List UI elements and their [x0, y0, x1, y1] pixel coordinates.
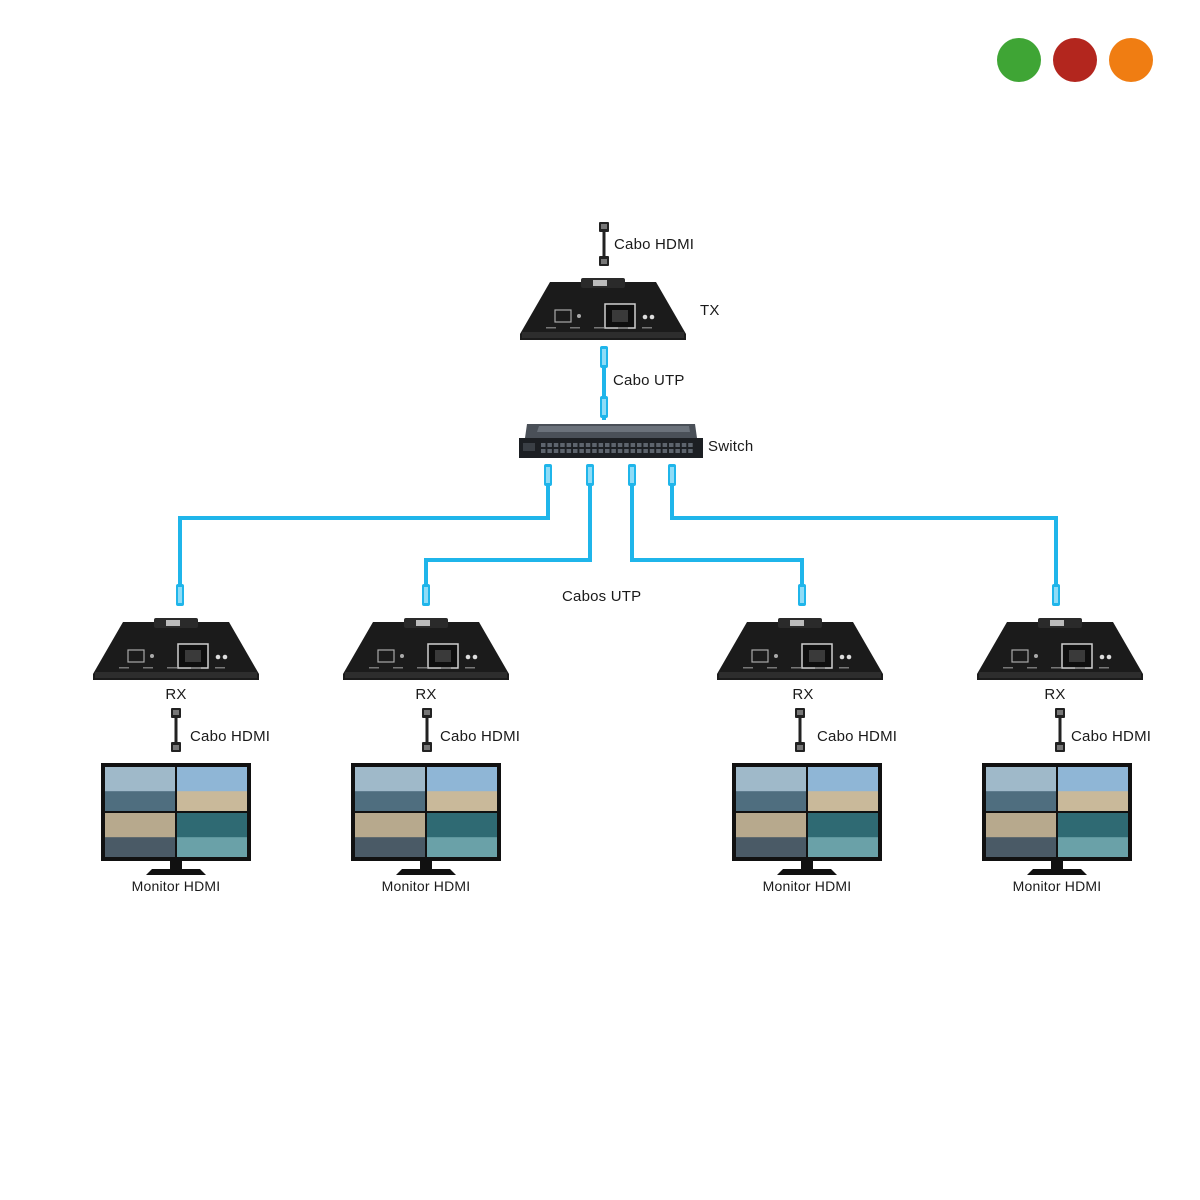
monitor-icon [101, 763, 251, 875]
extender-device-icon [520, 278, 686, 340]
monitor-icon [732, 763, 882, 875]
rx-hdmi-cable-label: Cabo HDMI [817, 728, 898, 745]
utp-connector-icon [422, 584, 430, 606]
utp-cables-label: Cabos UTP [562, 588, 642, 605]
rx-hdmi-cable-label: Cabo HDMI [440, 728, 521, 745]
hdmi-connector-icon [599, 222, 609, 266]
extender-device-icon [977, 618, 1143, 680]
monitor-label: Monitor HDMI [131, 878, 221, 894]
tx-label: TX [700, 302, 720, 319]
hdmi-connector-icon [1055, 708, 1065, 752]
hdmi-connector-icon [795, 708, 805, 752]
utp-connector-icon [586, 464, 594, 486]
hdmi-connector-icon [171, 708, 181, 752]
monitor-icon [351, 763, 501, 875]
utp-cable-label: Cabo UTP [613, 372, 685, 389]
utp-connector-icon [798, 584, 806, 606]
utp-cable-line [670, 466, 1058, 600]
utp-connector-icon [628, 464, 636, 486]
rx-hdmi-cable-label: Cabo HDMI [1071, 728, 1152, 745]
extender-device-icon [93, 618, 259, 680]
utp-connector-icon [600, 346, 608, 368]
monitor-label: Monitor HDMI [381, 878, 471, 894]
utp-cable-line [630, 466, 804, 600]
monitor-label: Monitor HDMI [1012, 878, 1102, 894]
utp-cable-line [424, 466, 592, 600]
green-dot [997, 38, 1041, 82]
red-dot [1053, 38, 1097, 82]
monitor-label: Monitor HDMI [762, 878, 852, 894]
utp-connector-icon [1052, 584, 1060, 606]
utp-connector-icon [668, 464, 676, 486]
extender-device-icon [717, 618, 883, 680]
hdmi-connector-icon [422, 708, 432, 752]
rx-hdmi-cable-label: Cabo HDMI [190, 728, 271, 745]
switch-label: Switch [708, 438, 754, 455]
monitor-icon [982, 763, 1132, 875]
tx-hdmi-cable-label: Cabo HDMI [614, 236, 695, 253]
extender-device-icon [343, 618, 509, 680]
rx-label: RX [792, 686, 814, 703]
network-switch-icon [519, 424, 703, 458]
utp-connector-icon [544, 464, 552, 486]
utp-connector-icon [600, 396, 608, 418]
orange-dot [1109, 38, 1153, 82]
rx-label: RX [1044, 686, 1066, 703]
utp-connector-icon [176, 584, 184, 606]
rx-label: RX [165, 686, 187, 703]
utp-cable-line [178, 466, 550, 600]
rx-label: RX [415, 686, 437, 703]
